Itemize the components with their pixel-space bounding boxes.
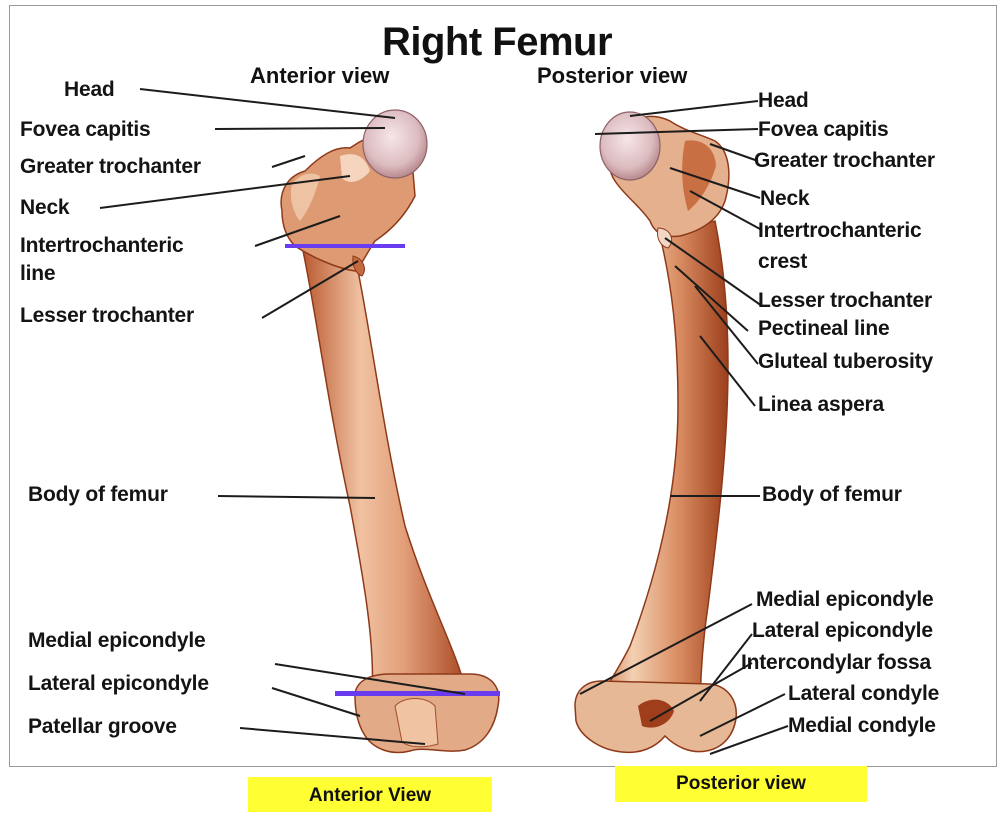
anterior-label-lateral-epicondyle: Lateral epicondyle <box>28 672 209 696</box>
posterior-label-body: Body of femur <box>762 483 902 507</box>
posterior-label-fovea: Fovea capitis <box>758 118 888 142</box>
posterior-label-pectineal-line: Pectineal line <box>758 317 889 341</box>
posterior-label-neck: Neck <box>760 187 809 211</box>
anterior-label-intertrochanteric: Intertrochanteric <box>20 234 183 258</box>
posterior-label-lesser-trochanter: Lesser trochanter <box>758 289 932 313</box>
posterior-femur <box>575 112 736 752</box>
posterior-label-lateral-condyle: Lateral condyle <box>788 682 939 706</box>
diagram-frame: Right Femur Anterior view Posterior view… <box>9 5 997 767</box>
posterior-label-intertrochanteric: Intertrochanteric <box>758 219 921 243</box>
posterior-label-intercondylar-fossa: Intercondylar fossa <box>741 651 931 675</box>
anterior-label-body: Body of femur <box>28 483 168 507</box>
anterior-epicondyle-marker <box>335 691 500 696</box>
diagram-title: Right Femur <box>382 20 612 64</box>
posterior-label-head: Head <box>758 89 809 113</box>
anterior-label-head: Head <box>64 78 115 102</box>
anterior-label-intertrochanteric-line: line <box>20 262 55 286</box>
posterior-label-medial-condyle: Medial condyle <box>788 714 936 738</box>
anterior-femur <box>281 110 500 752</box>
posterior-label-medial-epicondyle: Medial epicondyle <box>756 588 933 612</box>
posterior-label-greater-trochanter: Greater trochanter <box>754 149 935 173</box>
anterior-label-greater-trochanter: Greater trochanter <box>20 155 201 179</box>
posterior-label-lateral-epicondyle: Lateral epicondyle <box>752 619 933 643</box>
posterior-label-gluteal-tuberosity: Gluteal tuberosity <box>758 350 933 374</box>
posterior-view-heading: Posterior view <box>537 64 687 88</box>
anterior-view-caption: Anterior View <box>248 777 492 812</box>
anterior-label-lesser-trochanter: Lesser trochanter <box>20 304 194 328</box>
posterior-label-intertrochanteric-crest: crest <box>758 250 807 274</box>
posterior-view-caption: Posterior view <box>615 766 867 802</box>
anterior-label-fovea: Fovea capitis <box>20 118 150 142</box>
anterior-neck-marker <box>285 244 405 248</box>
anterior-label-neck: Neck <box>20 196 69 220</box>
anterior-label-medial-epicondyle: Medial epicondyle <box>28 629 205 653</box>
anterior-view-heading: Anterior view <box>250 64 389 88</box>
posterior-label-linea-aspera: Linea aspera <box>758 393 884 417</box>
anterior-label-patellar-groove: Patellar groove <box>28 715 177 739</box>
